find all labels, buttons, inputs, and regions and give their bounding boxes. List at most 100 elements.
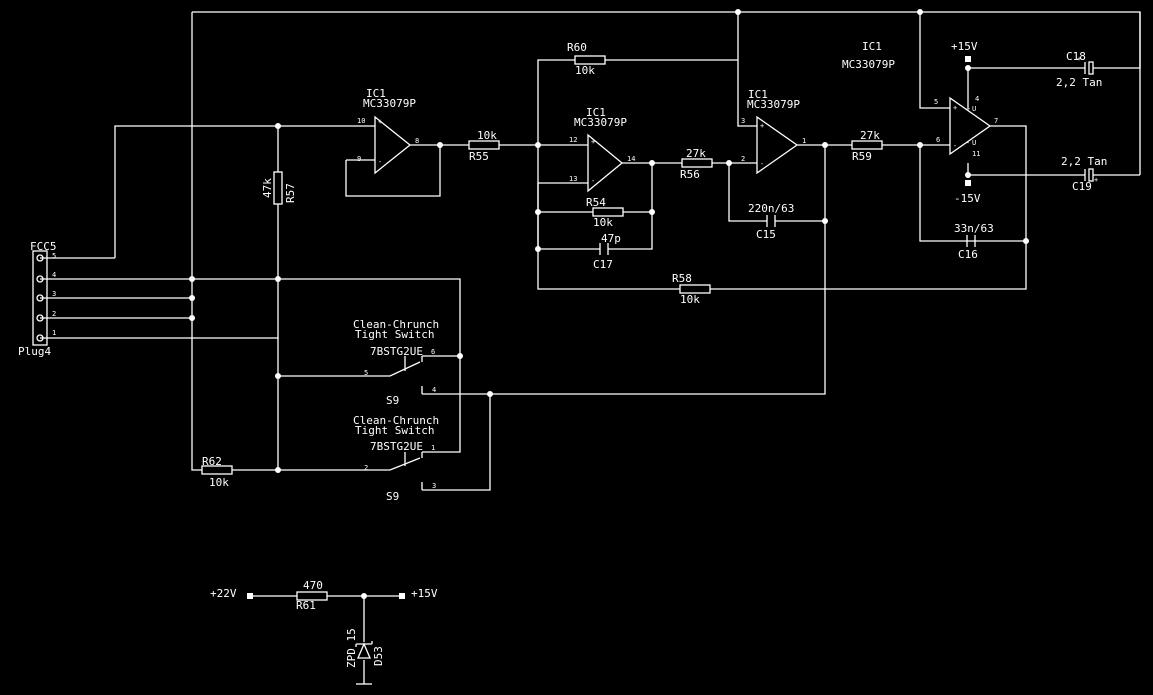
svg-text:+: + (378, 118, 382, 126)
supply-out15-label: +15V (411, 587, 438, 600)
connector-pin-3: 3 (52, 290, 56, 298)
capacitor-c15: 220n/63 C15 (748, 202, 794, 241)
resistor-r62-ref: R62 (202, 455, 222, 468)
resistor-r55-value: 10k (477, 129, 497, 142)
resistor-r56-value: 27k (686, 147, 706, 160)
opamp-u4: + - IC1 MC33079P 5 6 7 4 U + U - 11 (842, 40, 998, 158)
resistor-r54-ref: R54 (586, 196, 606, 209)
svg-text:+: + (1094, 176, 1098, 184)
resistor-r59: 27k R59 (851, 129, 883, 163)
connector-part: Plug4 (18, 345, 51, 358)
resistor-r60-value: 10k (575, 64, 595, 77)
opamp-u4-vpos-mark: U (972, 105, 976, 113)
opamp-u1-pin-minus: 9 (357, 155, 361, 163)
capacitor-c19-value: 2,2 Tan (1061, 155, 1107, 168)
opamp-u2-pin-out: 14 (627, 155, 635, 163)
resistor-r61: 470 R61 (296, 579, 328, 612)
opamp-u1-pin-plus: 10 (357, 117, 365, 125)
supply-vpos: +15V (951, 40, 978, 62)
switch-top-pin-common: 5 (364, 369, 368, 377)
resistor-r57-value: 47k (261, 178, 274, 198)
opamp-u4-pin-vneg: 11 (972, 150, 980, 158)
switch-top-pin-b: 4 (432, 386, 436, 394)
capacitor-c18: + C18 2,2 Tan (1056, 50, 1102, 89)
switch-bottom-title2: Tight Switch (355, 424, 434, 437)
svg-text:+: + (760, 122, 764, 130)
resistor-r60-ref: R60 (567, 41, 587, 54)
resistor-r58-ref: R58 (672, 272, 692, 285)
opamp-u2-body (587, 133, 624, 193)
connector-pin-1: 1 (52, 329, 56, 337)
switch-top-title1: Clean-Chrunch (353, 318, 439, 331)
capacitor-c18-value: 2,2 Tan (1056, 76, 1102, 89)
opamp-u3-pin-minus: 2 (741, 155, 745, 163)
switch-bottom-title1: Clean-Chrunch (353, 414, 439, 427)
switch-bottom-pin-b: 3 (432, 482, 436, 490)
capacitor-c19: + 2,2 Tan C19 (1061, 155, 1107, 193)
capacitor-c15-value: 220n/63 (748, 202, 794, 215)
resistor-r61-ref: R61 (296, 599, 316, 612)
resistor-r62: R62 10k (201, 455, 233, 489)
opamp-u3-body (756, 115, 799, 175)
resistor-r57: 47k R57 (261, 171, 297, 205)
resistor-r54-value: 10k (593, 216, 613, 229)
resistor-r60: R60 10k (567, 41, 606, 77)
connector-pin-2: 2 (52, 310, 56, 318)
switch-bottom-part: 7BSTG2UE (370, 440, 423, 453)
opamp-u4-name: IC1 (862, 40, 882, 53)
switch-top-pin-a: 6 (431, 348, 435, 356)
opamp-u4-pin-out: 7 (994, 117, 998, 125)
opamp-u2-pin-minus: 13 (569, 175, 577, 183)
opamp-u3-part: MC33079P (747, 98, 800, 111)
opamp-u2: + - IC1 MC33079P 12 13 14 (569, 106, 635, 193)
switch-top-part: 7BSTG2UE (370, 345, 423, 358)
opamp-u4-pin-minus: 6 (936, 136, 940, 144)
opamp-u3: + - IC1 MC33079P 3 2 1 (741, 88, 806, 175)
capacitor-c16-value: 33n/63 (954, 222, 994, 235)
resistor-r62-value: 10k (209, 476, 229, 489)
svg-text:-: - (591, 177, 595, 185)
zener-diode-d53: ZPD 15 D53 (345, 628, 385, 668)
svg-text:+: + (953, 104, 957, 112)
switch-bottom: Clean-Chrunch Tight Switch 7BSTG2UE S9 2… (353, 414, 439, 503)
opamp-u4-pin-plus: 5 (934, 98, 938, 106)
opamp-u1-pin-out: 8 (415, 137, 419, 145)
opamp-u2-pin-plus: 12 (569, 136, 577, 144)
opamp-u2-name: IC1 (586, 106, 606, 119)
zener-diode-ref: D53 (372, 646, 385, 666)
supply-vneg-label: -15V (954, 192, 981, 205)
opamp-u3-name: IC1 (748, 88, 768, 101)
resistor-r58: R58 10k (672, 272, 711, 306)
svg-text:-: - (378, 158, 382, 166)
capacitor-c17-value: 47p (601, 232, 621, 245)
resistor-r61-value: 470 (303, 579, 323, 592)
capacitor-c16-ref: C16 (958, 248, 978, 261)
resistor-r57-ref: R57 (284, 183, 297, 203)
wires (40, 11, 1141, 685)
svg-text:-: - (953, 142, 957, 150)
capacitor-c17: 47p C17 (593, 232, 621, 271)
resistor-r56-ref: R56 (680, 168, 700, 181)
capacitor-c17-ref: C17 (593, 258, 613, 271)
connector-ref: FCC5 (30, 240, 57, 253)
svg-text:+: + (966, 105, 970, 113)
switch-bottom-ref: S9 (386, 490, 399, 503)
capacitor-c19-ref: C19 (1072, 180, 1092, 193)
switch-top-title2: Tight Switch (355, 328, 434, 341)
svg-text:-: - (966, 139, 970, 147)
zener-diode-value: ZPD 15 (345, 628, 358, 668)
svg-text:+: + (1077, 55, 1081, 63)
opamp-u3-pin-out: 1 (802, 137, 806, 145)
opamp-u1-part: MC33079P (363, 97, 416, 110)
opamp-u2-part: MC33079P (574, 116, 627, 129)
capacitor-c15-ref: C15 (756, 228, 776, 241)
supply-vpos-label: +15V (951, 40, 978, 53)
capacitor-c16: 33n/63 C16 (954, 222, 994, 261)
opamp-u4-vneg-mark: U (972, 139, 976, 147)
connector-pin-5: 5 (52, 252, 56, 260)
supply-in22: +22V (210, 587, 253, 600)
opamp-u4-pin-vpos: 4 (975, 95, 979, 103)
resistor-r55-ref: R55 (469, 150, 489, 163)
resistor-r59-ref: R59 (852, 150, 872, 163)
